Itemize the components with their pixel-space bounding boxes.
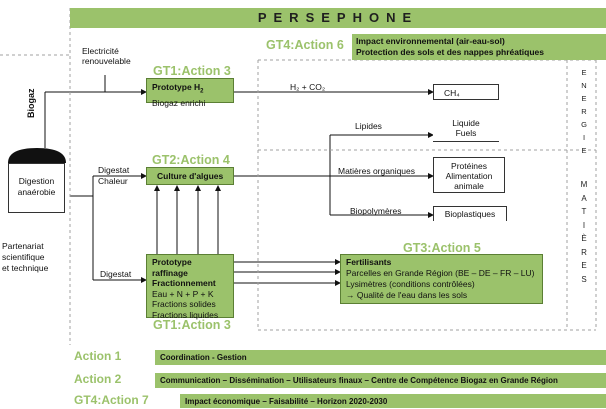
electricity-line-2: renouvelable xyxy=(82,56,131,66)
title-banner: PERSEPHONE xyxy=(70,8,606,28)
fertilisants-line-2: Parcelles en Grande Région (BE – DE – FR… xyxy=(346,268,535,278)
electricity-line-1: Electricité xyxy=(82,46,119,56)
digestion-line-1: Digestion xyxy=(18,176,55,186)
action2-label: Action 2 xyxy=(74,372,122,386)
partnership-line-3: et technique xyxy=(2,263,49,273)
digestat-line: Digestat xyxy=(98,165,130,175)
matieres-letter: A xyxy=(581,193,587,203)
matieres-letter: S xyxy=(581,274,587,284)
proteines-line-2: Alimentation xyxy=(445,171,493,181)
action2-bar: Communication – Dissémination – Utilisat… xyxy=(155,373,606,388)
gt4-action7-bar: Impact économique – Faisabilité – Horizo… xyxy=(180,394,606,408)
ch4-text: CH₄ xyxy=(444,88,460,98)
gt4-action6-line-2: Protection des sols et des nappes phréat… xyxy=(356,47,544,57)
gt1-top-label: GT1:Action 3 xyxy=(153,64,231,78)
gt3-label: GT3:Action 5 xyxy=(403,241,481,255)
partnership-label: Partenariat scientifique et technique xyxy=(2,241,48,274)
matieres-letter: T xyxy=(581,207,587,216)
energie-letter: I xyxy=(582,133,586,142)
h2co2-label: H₂ + CO₂ xyxy=(290,82,326,92)
prototype-h2-title-text: Prototype H xyxy=(152,82,201,92)
prototype-h2-subscript: 2 xyxy=(200,88,204,95)
gt1-bottom-label: GT1:Action 3 xyxy=(153,318,231,332)
proteines-line-3: animale xyxy=(454,181,484,191)
partnership-line-1: Partenariat xyxy=(2,241,44,251)
chaleur-line: Chaleur xyxy=(98,176,128,186)
energie-letter: E xyxy=(581,94,587,103)
action1-bar: Coordination - Gestion xyxy=(155,350,606,365)
digestion-box: Digestion anaérobie xyxy=(8,163,65,213)
energie-letter: R xyxy=(581,107,587,116)
fuels-line: Fuels xyxy=(455,128,477,138)
liquide-line: Liquide xyxy=(452,118,480,128)
digestion-line-2: anaérobie xyxy=(17,187,56,197)
digestat-bottom-label: Digestat xyxy=(100,269,132,279)
prototype-raffinage-box: Prototype raffinage Fractionnement Eau +… xyxy=(146,254,234,320)
raffinage-line-2: Fractionnement xyxy=(152,278,216,288)
gt4-action7-label: GT4:Action 7 xyxy=(74,393,149,407)
matieres-letter: I xyxy=(582,220,586,230)
digestat-chaleur-label: Digestat Chaleur xyxy=(98,165,129,187)
digestion-tank-dome xyxy=(8,148,66,163)
biogaz-label: Biogaz xyxy=(26,88,36,118)
lipides-label: Lipides xyxy=(355,121,382,131)
raffinage-line-1: Prototype raffinage xyxy=(152,257,192,278)
matieres-organiques-label: Matières organiques xyxy=(338,166,416,176)
raffinage-line-5: Fractions liquides xyxy=(152,309,219,320)
proteines-box: Protéines Alimentation animale xyxy=(433,157,505,193)
partnership-line-2: scientifique xyxy=(2,252,45,262)
ch4-box: CH₄ xyxy=(433,84,499,100)
fertilisants-line-1: Fertilisants xyxy=(346,257,392,267)
prototype-h2-line2: Biogaz enrichi xyxy=(152,97,206,108)
energie-vertical-label: E N E R G I E xyxy=(579,66,589,157)
fertilisants-line-3: Lysimètres (conditions contrôlées) xyxy=(346,279,475,289)
electricity-label: Electricité renouvelable xyxy=(82,46,131,66)
prototype-h2-box: Prototype H2 Biogaz enrichi xyxy=(146,78,234,108)
gt4-action6-box: Impact environnemental (air-eau-sol) Pro… xyxy=(352,34,606,60)
prototype-h2-title: Prototype H2 xyxy=(152,82,228,98)
proteines-line-1: Protéines xyxy=(451,161,487,171)
matieres-letter: È xyxy=(581,234,587,243)
fertilisants-line-4: → Qualité de l'eau dans les sols xyxy=(346,290,468,300)
raffinage-line-3: Eau + N + P + K xyxy=(152,288,214,299)
matieres-vertical-label: M A T I È R E S xyxy=(579,178,589,286)
matieres-letter: E xyxy=(581,261,587,270)
culture-algues-box: Culture d'algues xyxy=(146,167,234,185)
energie-letter: N xyxy=(581,81,587,90)
biopolymeres-label: Biopolymères xyxy=(350,206,402,216)
gt4-action6-label: GT4:Action 6 xyxy=(266,38,344,52)
liquide-fuels-box: Liquide Fuels xyxy=(433,115,499,142)
energie-letter: E xyxy=(581,146,587,155)
matieres-letter: R xyxy=(581,247,587,257)
matieres-letter: M xyxy=(580,180,588,189)
energie-letter: G xyxy=(581,120,587,129)
action1-label: Action 1 xyxy=(74,349,122,363)
bioplastiques-box: Bioplastiques xyxy=(433,206,507,221)
gt2-label: GT2:Action 4 xyxy=(152,153,230,167)
raffinage-line-4: Fractions solides xyxy=(152,299,216,309)
gt4-action6-line-1: Impact environnemental (air-eau-sol) xyxy=(356,36,505,46)
energie-letter: E xyxy=(581,68,587,77)
fertilisants-box: Fertilisants Parcelles en Grande Région … xyxy=(340,254,543,304)
